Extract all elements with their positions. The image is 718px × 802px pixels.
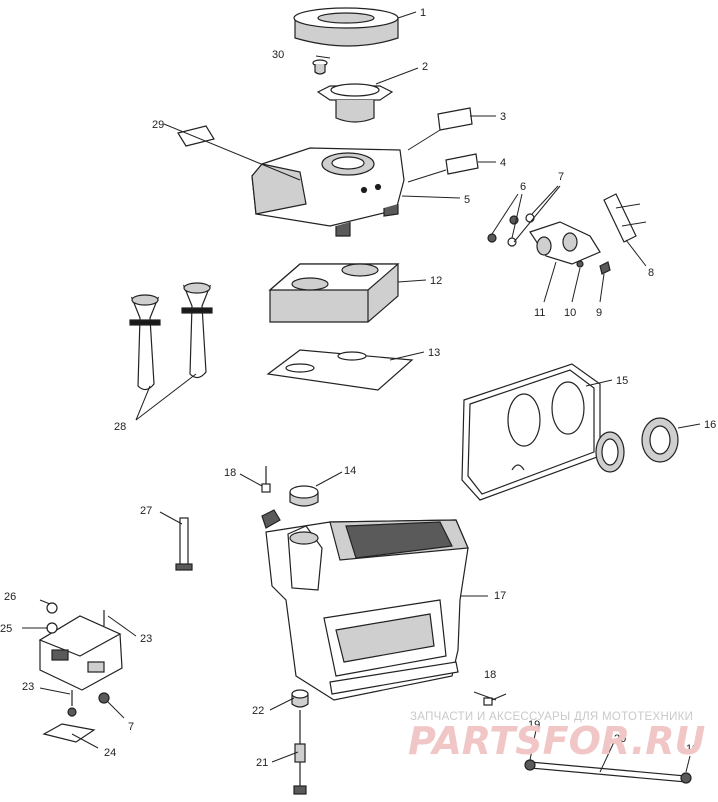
part-3-decal bbox=[437, 107, 473, 131]
part-7-washer bbox=[507, 237, 517, 247]
watermark-caption: ЗАПЧАСТИ И АКСЕССУАРЫ ДЛЯ МОТОТЕХНИКИ bbox=[410, 711, 693, 723]
part-24-bracket bbox=[42, 723, 96, 743]
part-19-nut-right bbox=[680, 772, 692, 784]
part-23-screw bbox=[71, 610, 105, 706]
part-6-nut bbox=[487, 233, 497, 243]
part-17-airbox bbox=[261, 509, 469, 701]
part-20-rod bbox=[529, 761, 687, 783]
callout-20: 20 bbox=[614, 733, 626, 745]
callout-23-upper: 23 bbox=[140, 633, 152, 645]
callout-16: 16 bbox=[704, 419, 716, 431]
bracket-assembly-hardware bbox=[487, 193, 647, 275]
part-15-plate bbox=[461, 363, 601, 501]
part-4-decal bbox=[445, 153, 479, 175]
part-14-cap bbox=[289, 485, 319, 507]
part-9-screw bbox=[599, 261, 611, 275]
callout-14: 14 bbox=[344, 465, 356, 477]
callout-12: 12 bbox=[430, 275, 442, 287]
callout-18-top: 18 bbox=[224, 467, 236, 479]
callout-18-bottom: 18 bbox=[484, 669, 496, 681]
part-8-frame-rail bbox=[603, 193, 637, 243]
part-29-decal bbox=[177, 125, 215, 147]
callout-6: 6 bbox=[520, 181, 526, 193]
callout-19-left: 19 bbox=[528, 719, 540, 731]
part-22-grommet bbox=[291, 689, 309, 708]
callout-19-right: 19 bbox=[686, 743, 698, 755]
callout-2: 2 bbox=[422, 61, 428, 73]
part-27-bolt bbox=[175, 517, 193, 571]
callout-labels: 1 2 3 4 5 6 7 8 9 10 11 12 13 14 15 16 1… bbox=[0, 7, 716, 769]
callout-13: 13 bbox=[428, 347, 440, 359]
callout-15: 15 bbox=[616, 375, 628, 387]
callout-1: 1 bbox=[420, 7, 426, 19]
part-7-nut-lower bbox=[98, 692, 110, 704]
part-21-drain-tube bbox=[293, 710, 307, 795]
part-13-plate bbox=[266, 349, 414, 391]
part-12-filter-element bbox=[268, 263, 400, 323]
part-18-bolt-top bbox=[261, 466, 271, 493]
part-2-intake-adapter bbox=[316, 83, 394, 123]
callout-28: 28 bbox=[114, 421, 126, 433]
callout-25: 25 bbox=[0, 623, 12, 635]
callout-11: 11 bbox=[534, 307, 545, 319]
callout-24: 24 bbox=[104, 747, 116, 759]
callout-7-upper: 7 bbox=[558, 171, 564, 183]
part-5-airbox-cover bbox=[251, 147, 405, 237]
callout-23-lower: 23 bbox=[22, 681, 34, 693]
callout-27: 27 bbox=[140, 505, 152, 517]
watermark-logo: PARTSFOR.RU bbox=[408, 719, 706, 763]
callout-22: 22 bbox=[252, 705, 264, 717]
callout-4: 4 bbox=[500, 157, 506, 169]
part-24-cdi-box bbox=[38, 615, 123, 691]
part-1-foam-ring bbox=[293, 7, 399, 47]
callout-29: 29 bbox=[152, 119, 164, 131]
callout-10: 10 bbox=[564, 307, 576, 319]
watermark: ЗАПЧАСТИ И АКСЕССУАРЫ ДЛЯ МОТОТЕХНИКИ PA… bbox=[408, 711, 706, 763]
callout-21: 21 bbox=[256, 757, 268, 769]
callout-5: 5 bbox=[464, 194, 470, 206]
callout-3: 3 bbox=[500, 111, 506, 123]
callout-8: 8 bbox=[648, 267, 654, 279]
callout-30: 30 bbox=[272, 49, 284, 61]
part-10-spacer bbox=[576, 260, 584, 268]
part-26-nut bbox=[46, 602, 58, 614]
callout-17: 17 bbox=[494, 590, 506, 602]
leader-lines bbox=[22, 11, 701, 773]
part-28-intake-tubes bbox=[129, 282, 213, 391]
callout-26: 26 bbox=[4, 591, 16, 603]
part-25-washer bbox=[46, 622, 58, 634]
callout-7-lower: 7 bbox=[128, 721, 134, 733]
part-30-plug bbox=[312, 59, 328, 75]
part-16-rubber-boots bbox=[595, 417, 679, 473]
callout-9: 9 bbox=[596, 307, 602, 319]
